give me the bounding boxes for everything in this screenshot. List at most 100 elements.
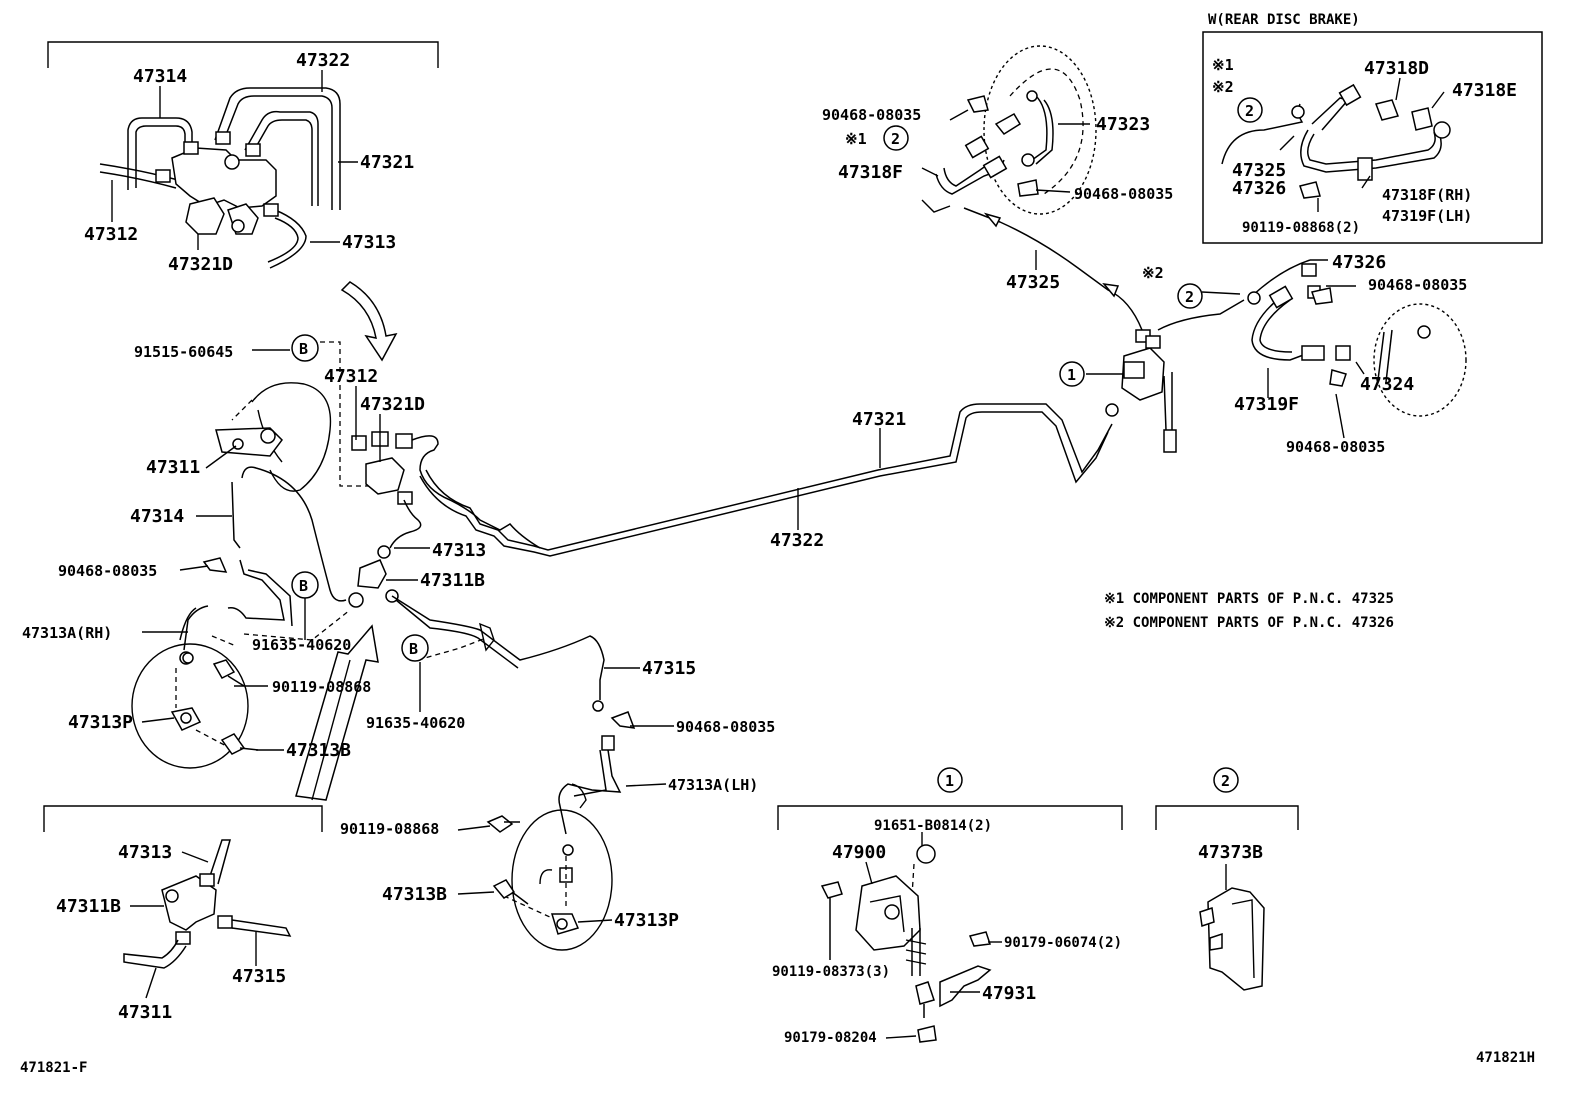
label-90119-08868-b: 90119-08868 bbox=[340, 820, 439, 838]
svg-text:B: B bbox=[299, 340, 308, 358]
label-90468-08035-rear-c: 90468-08035 bbox=[1368, 276, 1467, 294]
rear-disc-brake-inset: W(REAR DISC BRAKE) 2 ※1 ※2 47318D 47318E… bbox=[1202, 12, 1543, 244]
group-1-marker: 1 bbox=[945, 772, 954, 790]
label-47325-rear: 47325 bbox=[1006, 272, 1060, 293]
label-47373B: 47373B bbox=[1198, 842, 1263, 863]
label-47311B-main: 47311B bbox=[420, 570, 485, 591]
label-47313P-lh: 47313P bbox=[614, 910, 679, 931]
inset-label-47318F-RH: 47318F(RH) bbox=[1382, 186, 1472, 204]
label-mark1-rear: ※1 bbox=[845, 130, 867, 148]
label-47324: 47324 bbox=[1360, 374, 1414, 395]
label-47319F: 47319F bbox=[1234, 394, 1299, 415]
inset-frame bbox=[1202, 31, 1543, 244]
label-47900: 47900 bbox=[832, 842, 886, 863]
pipe-47314 bbox=[127, 117, 193, 190]
label-47311-bl: 47311 bbox=[118, 1002, 172, 1023]
union-47373B bbox=[1207, 887, 1265, 991]
svg-text:2: 2 bbox=[1185, 288, 1194, 306]
label-47321D: 47321D bbox=[168, 254, 233, 275]
label-47313-main: 47313 bbox=[432, 540, 486, 561]
label-47322: 47322 bbox=[296, 50, 350, 71]
valve-fitting bbox=[351, 435, 367, 451]
pipe-47321-route bbox=[411, 435, 541, 549]
label-90119-08373: 90119-08373(3) bbox=[772, 964, 890, 980]
up-arrow-icon bbox=[295, 624, 379, 801]
label-47323: 47323 bbox=[1096, 114, 1150, 135]
label-90468-08035-rear-b: 90468-08035 bbox=[1074, 185, 1173, 203]
label-90468-08035-rear-d: 90468-08035 bbox=[1286, 438, 1385, 456]
label-47313-bl: 47313 bbox=[118, 842, 172, 863]
label-90179-08204: 90179-08204 bbox=[784, 1030, 877, 1046]
label-47315-main: 47315 bbox=[642, 658, 696, 679]
bracket-47931 bbox=[939, 965, 992, 1008]
label-47313A-RH: 47313A(RH) bbox=[22, 624, 112, 642]
label-47322-long: 47322 bbox=[770, 530, 824, 551]
pipe-47321 bbox=[244, 110, 319, 206]
inset-label-47326: 47326 bbox=[1232, 178, 1286, 199]
inset-mark2: ※2 bbox=[1212, 78, 1234, 96]
top-left-bracket bbox=[47, 41, 439, 68]
label-91515-60645: 91515-60645 bbox=[134, 343, 233, 361]
group-2-kit: 2 47373B bbox=[1155, 767, 1299, 991]
label-47313B-lh: 47313B bbox=[382, 884, 447, 905]
label-90179-06074: 90179-06074(2) bbox=[1004, 935, 1122, 951]
label-91635-40620-a: 91635-40620 bbox=[252, 636, 351, 654]
tee-47311B bbox=[357, 559, 387, 589]
inset-label-47319F-LH: 47319F(LH) bbox=[1382, 207, 1472, 225]
label-47313B-rh: 47313B bbox=[286, 740, 351, 761]
label-47313: 47313 bbox=[342, 232, 396, 253]
proportioning-valve-body bbox=[171, 147, 277, 209]
label-90119-08868-a: 90119-08868 bbox=[272, 678, 371, 696]
label-47318F: 47318F bbox=[838, 162, 903, 183]
svg-text:1: 1 bbox=[1067, 366, 1076, 384]
label-47313A-LH: 47313A(LH) bbox=[668, 776, 758, 794]
footer-left-code: 471821-F bbox=[20, 1060, 87, 1076]
label-90468-08035-left: 90468-08035 bbox=[58, 562, 157, 580]
inset-label-47318E: 47318E bbox=[1452, 80, 1517, 101]
label-47321-long: 47321 bbox=[852, 409, 906, 430]
inset-mark1: ※1 bbox=[1212, 56, 1234, 74]
inset-label-47318D: 47318D bbox=[1364, 58, 1429, 79]
inset-label-47325: 47325 bbox=[1232, 160, 1286, 181]
label-47931: 47931 bbox=[982, 983, 1036, 1004]
label-47311B-bl: 47311B bbox=[56, 896, 121, 917]
pipe-47321-long bbox=[425, 403, 1113, 551]
pipe-47313 bbox=[269, 209, 307, 269]
note-component-47325: ※1 COMPONENT PARTS OF P.N.C. 47325 bbox=[1104, 591, 1394, 607]
label-47321D-main: 47321D bbox=[360, 394, 425, 415]
label-47314: 47314 bbox=[133, 66, 187, 87]
label-mark2-rear: ※2 bbox=[1142, 264, 1164, 282]
svg-text:2: 2 bbox=[891, 130, 900, 148]
inset-title: W(REAR DISC BRAKE) bbox=[1208, 12, 1360, 28]
main-left-assembly: B B B 91515-60645 47312 47321D 47311 473… bbox=[22, 334, 1119, 951]
label-47326-rear: 47326 bbox=[1332, 252, 1386, 273]
curved-arrow-icon bbox=[340, 281, 398, 362]
callout-b-icon bbox=[291, 334, 319, 362]
valve-port-icon bbox=[224, 154, 240, 170]
footer-right-code: 471821H bbox=[1476, 1050, 1535, 1066]
note-component-47326: ※2 COMPONENT PARTS OF P.N.C. 47326 bbox=[1104, 615, 1394, 631]
svg-text:B: B bbox=[409, 640, 418, 658]
label-47312: 47312 bbox=[84, 224, 138, 245]
label-90468-08035-rear-a: 90468-08035 bbox=[822, 106, 921, 124]
svg-text:B: B bbox=[299, 577, 308, 595]
label-91651-B0814: 91651-B0814(2) bbox=[874, 818, 992, 834]
inset-label-90119-08868: 90119-08868(2) bbox=[1242, 220, 1360, 236]
group-1-kit: 1 91651-B0814(2) 47900 90119-08373(3) 90… bbox=[772, 767, 1123, 1046]
pipe-47322 bbox=[214, 87, 341, 210]
rear-assembly: 2 2 1 90468-08035 ※1 47318F 47323 90468-… bbox=[822, 45, 1467, 456]
svg-text:2: 2 bbox=[1245, 102, 1254, 120]
top-left-exploded-view: 47314 47322 47321 47312 47321D 47313 bbox=[47, 41, 439, 275]
label-90468-08035-mid: 90468-08035 bbox=[676, 718, 775, 736]
label-47321: 47321 bbox=[360, 152, 414, 173]
group-2-marker: 2 bbox=[1221, 772, 1230, 790]
label-47315-bl: 47315 bbox=[232, 966, 286, 987]
bottom-left-exploded-view: 47313 47311B 47311 47315 bbox=[43, 805, 323, 1023]
label-47313P-rh: 47313P bbox=[68, 712, 133, 733]
label-91635-40620-b: 91635-40620 bbox=[366, 714, 465, 732]
label-47311-main: 47311 bbox=[146, 457, 200, 478]
label-47314-main: 47314 bbox=[130, 506, 184, 527]
label-47312-main: 47312 bbox=[324, 366, 378, 387]
